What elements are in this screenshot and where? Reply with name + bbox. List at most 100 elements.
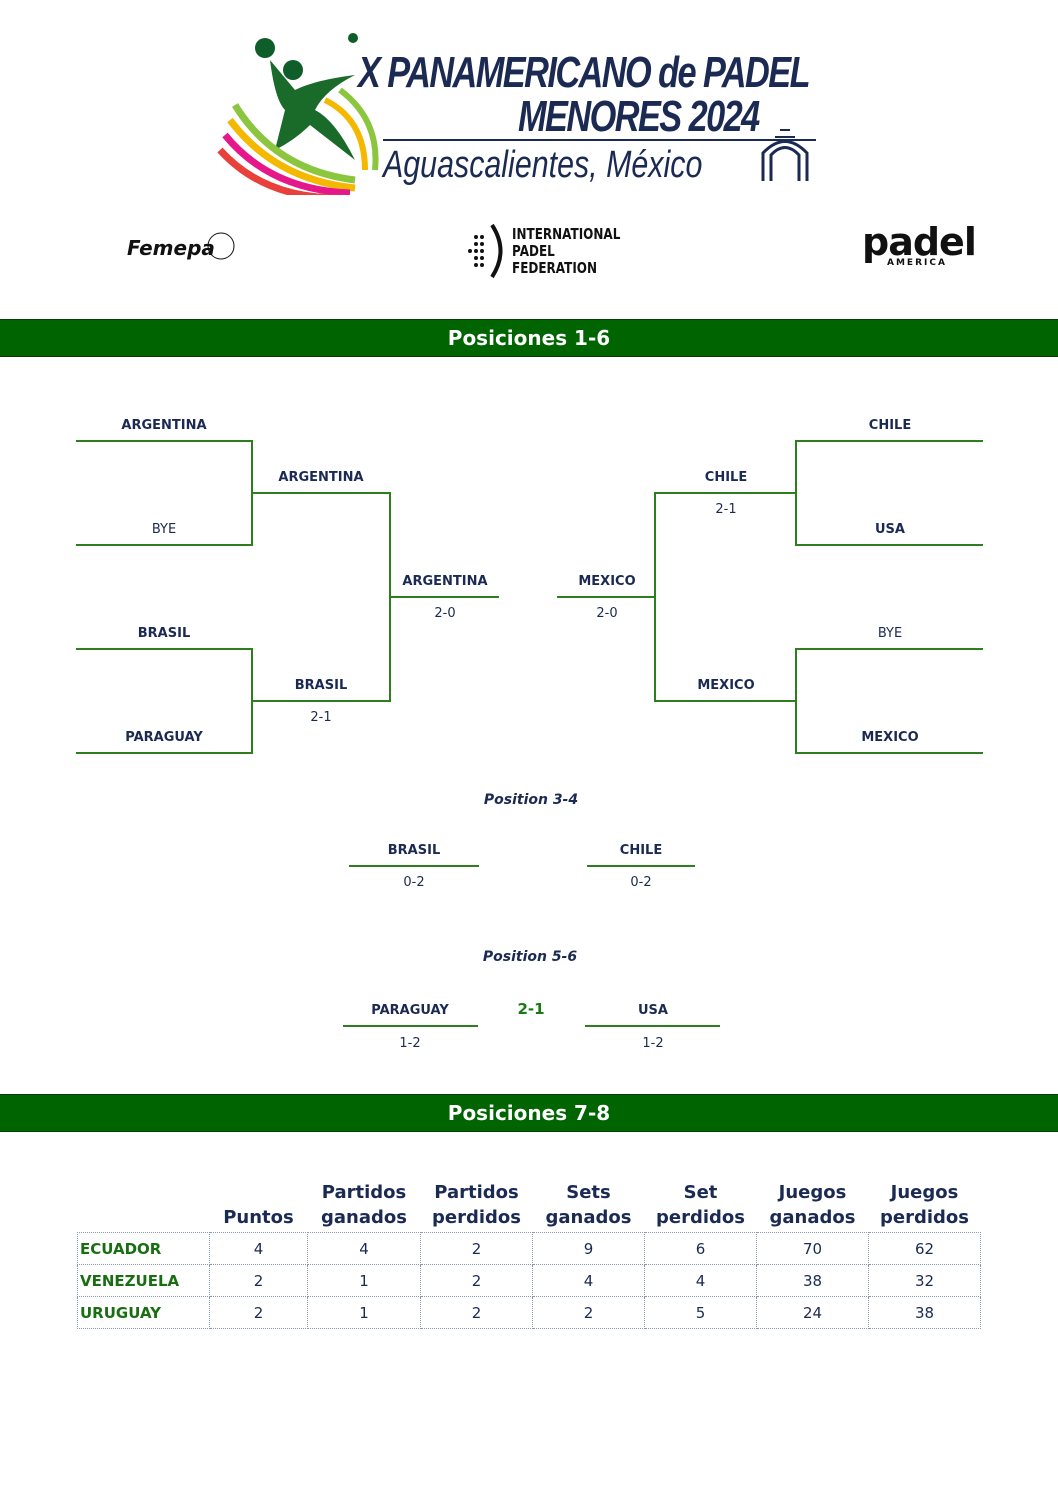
- column-header-line: Puntos: [223, 1207, 294, 1228]
- ipf-line: INTERNATIONAL: [512, 225, 621, 243]
- stat-cell: 38: [756, 1264, 869, 1297]
- stat-cell: 62: [868, 1232, 981, 1265]
- bracket-line: [76, 440, 253, 442]
- team-label: BRASIL: [387, 843, 441, 858]
- bracket-line: [76, 544, 253, 546]
- team-label: PARAGUAY: [371, 1003, 449, 1018]
- stat-cell: 4: [532, 1264, 645, 1297]
- stat-cell: 2: [209, 1296, 308, 1329]
- bracket-line: [76, 752, 253, 754]
- column-header-line: perdidos: [656, 1207, 745, 1228]
- stat-cell: 6: [644, 1232, 757, 1265]
- ipf-logo: INTERNATIONAL PADEL FEDERATION: [512, 226, 620, 277]
- team-name-cell: URUGUAY: [77, 1296, 210, 1329]
- team-label: MEXICO: [861, 730, 919, 745]
- ipf-line: PADEL: [512, 242, 555, 260]
- team-label: CHILE: [704, 470, 748, 485]
- femepa-logo: Femepa: [127, 236, 215, 260]
- bracket-line: [349, 865, 479, 867]
- team-label: CHILE: [868, 418, 912, 433]
- column-header-line: Juegos: [890, 1182, 959, 1203]
- column-header-line: Juegos: [778, 1182, 847, 1203]
- stat-cell: 24: [756, 1296, 869, 1329]
- column-header: Sets ganados: [533, 1180, 645, 1233]
- column-header-line: perdidos: [432, 1207, 521, 1228]
- score: 0-2: [630, 875, 652, 890]
- stat-cell: 38: [868, 1296, 981, 1329]
- standings-table: Puntos Partidos ganados Partidos perdidos Set…: [77, 1180, 981, 1329]
- bracket-line: [655, 700, 797, 702]
- stat-cell: 32: [868, 1264, 981, 1297]
- stat-cell: 5: [644, 1296, 757, 1329]
- section-header-positions-7-8: Posiciones 7-8: [0, 1094, 1058, 1132]
- score: 2-0: [434, 606, 456, 621]
- bracket-line: [251, 492, 391, 494]
- score: 1-2: [399, 1036, 421, 1051]
- team-label: PARAGUAY: [125, 730, 203, 745]
- team-label: BRASIL: [137, 626, 191, 641]
- event-subtitle: MENORES 2024: [518, 92, 760, 141]
- ipf-racket-icon: [468, 223, 503, 279]
- stat-cell: 2: [420, 1264, 533, 1297]
- team-label: BYE: [151, 522, 177, 537]
- bracket-line: [389, 596, 499, 598]
- team-label: ARGENTINA: [402, 574, 488, 589]
- stat-cell: 2: [532, 1296, 645, 1329]
- column-header-team: [78, 1180, 210, 1233]
- column-header-line: ganados: [545, 1207, 632, 1228]
- column-header-line: Partidos: [434, 1182, 519, 1203]
- bracket-line: [796, 752, 983, 754]
- bracket-line: [655, 492, 797, 494]
- stat-cell: 4: [307, 1232, 421, 1265]
- team-label: USA: [875, 522, 905, 537]
- score: 0-2: [403, 875, 425, 890]
- score: 2-1: [715, 502, 737, 517]
- stat-cell: 2: [420, 1232, 533, 1265]
- stat-cell: 4: [209, 1232, 308, 1265]
- column-header-line: Set: [683, 1182, 718, 1203]
- divider: [383, 139, 816, 141]
- ipf-line: FEDERATION: [512, 259, 598, 277]
- bracket-line: [796, 544, 983, 546]
- bracket-line: [796, 648, 983, 650]
- stat-cell: 2: [420, 1296, 533, 1329]
- event-location: Aguascalientes, México: [383, 144, 703, 186]
- bracket-line: [587, 865, 695, 867]
- bracket-line: [76, 648, 253, 650]
- team-name-cell: VENEZUELA: [77, 1264, 210, 1297]
- team-label: BRASIL: [294, 678, 348, 693]
- bracket-line: [585, 1025, 720, 1027]
- stat-cell: 1: [307, 1296, 421, 1329]
- team-name-cell: ECUADOR: [77, 1232, 210, 1265]
- column-header-line: Partidos: [321, 1182, 407, 1203]
- score: 1-2: [642, 1036, 664, 1051]
- column-header-line: ganados: [321, 1207, 407, 1228]
- position-3-4-title: Position 3-4: [483, 792, 579, 808]
- bracket-line: [796, 440, 983, 442]
- column-header-line: perdidos: [880, 1207, 969, 1228]
- arch-icon: [761, 129, 809, 181]
- femepa-ball-icon: [207, 232, 235, 260]
- column-header-line: Sets: [566, 1182, 611, 1203]
- padel-america-sub: AMERICA: [887, 258, 947, 268]
- team-label: CHILE: [619, 843, 663, 858]
- bracket-line: [343, 1025, 478, 1027]
- stat-cell: 9: [532, 1232, 645, 1265]
- team-label: ARGENTINA: [121, 418, 207, 433]
- score: 2-0: [596, 606, 618, 621]
- team-label: ARGENTINA: [278, 470, 364, 485]
- position-5-6-title: Position 5-6: [482, 949, 578, 965]
- stat-cell: 4: [644, 1264, 757, 1297]
- score: 2-1: [310, 710, 332, 725]
- column-header: Juegos perdidos: [869, 1180, 981, 1233]
- match-result: 2-1: [517, 1000, 545, 1018]
- team-label: MEXICO: [578, 574, 636, 589]
- section-header-positions-1-6: Posiciones 1-6: [0, 319, 1058, 357]
- team-label: BYE: [877, 626, 903, 641]
- team-label: USA: [638, 1003, 668, 1018]
- stat-cell: 70: [756, 1232, 869, 1265]
